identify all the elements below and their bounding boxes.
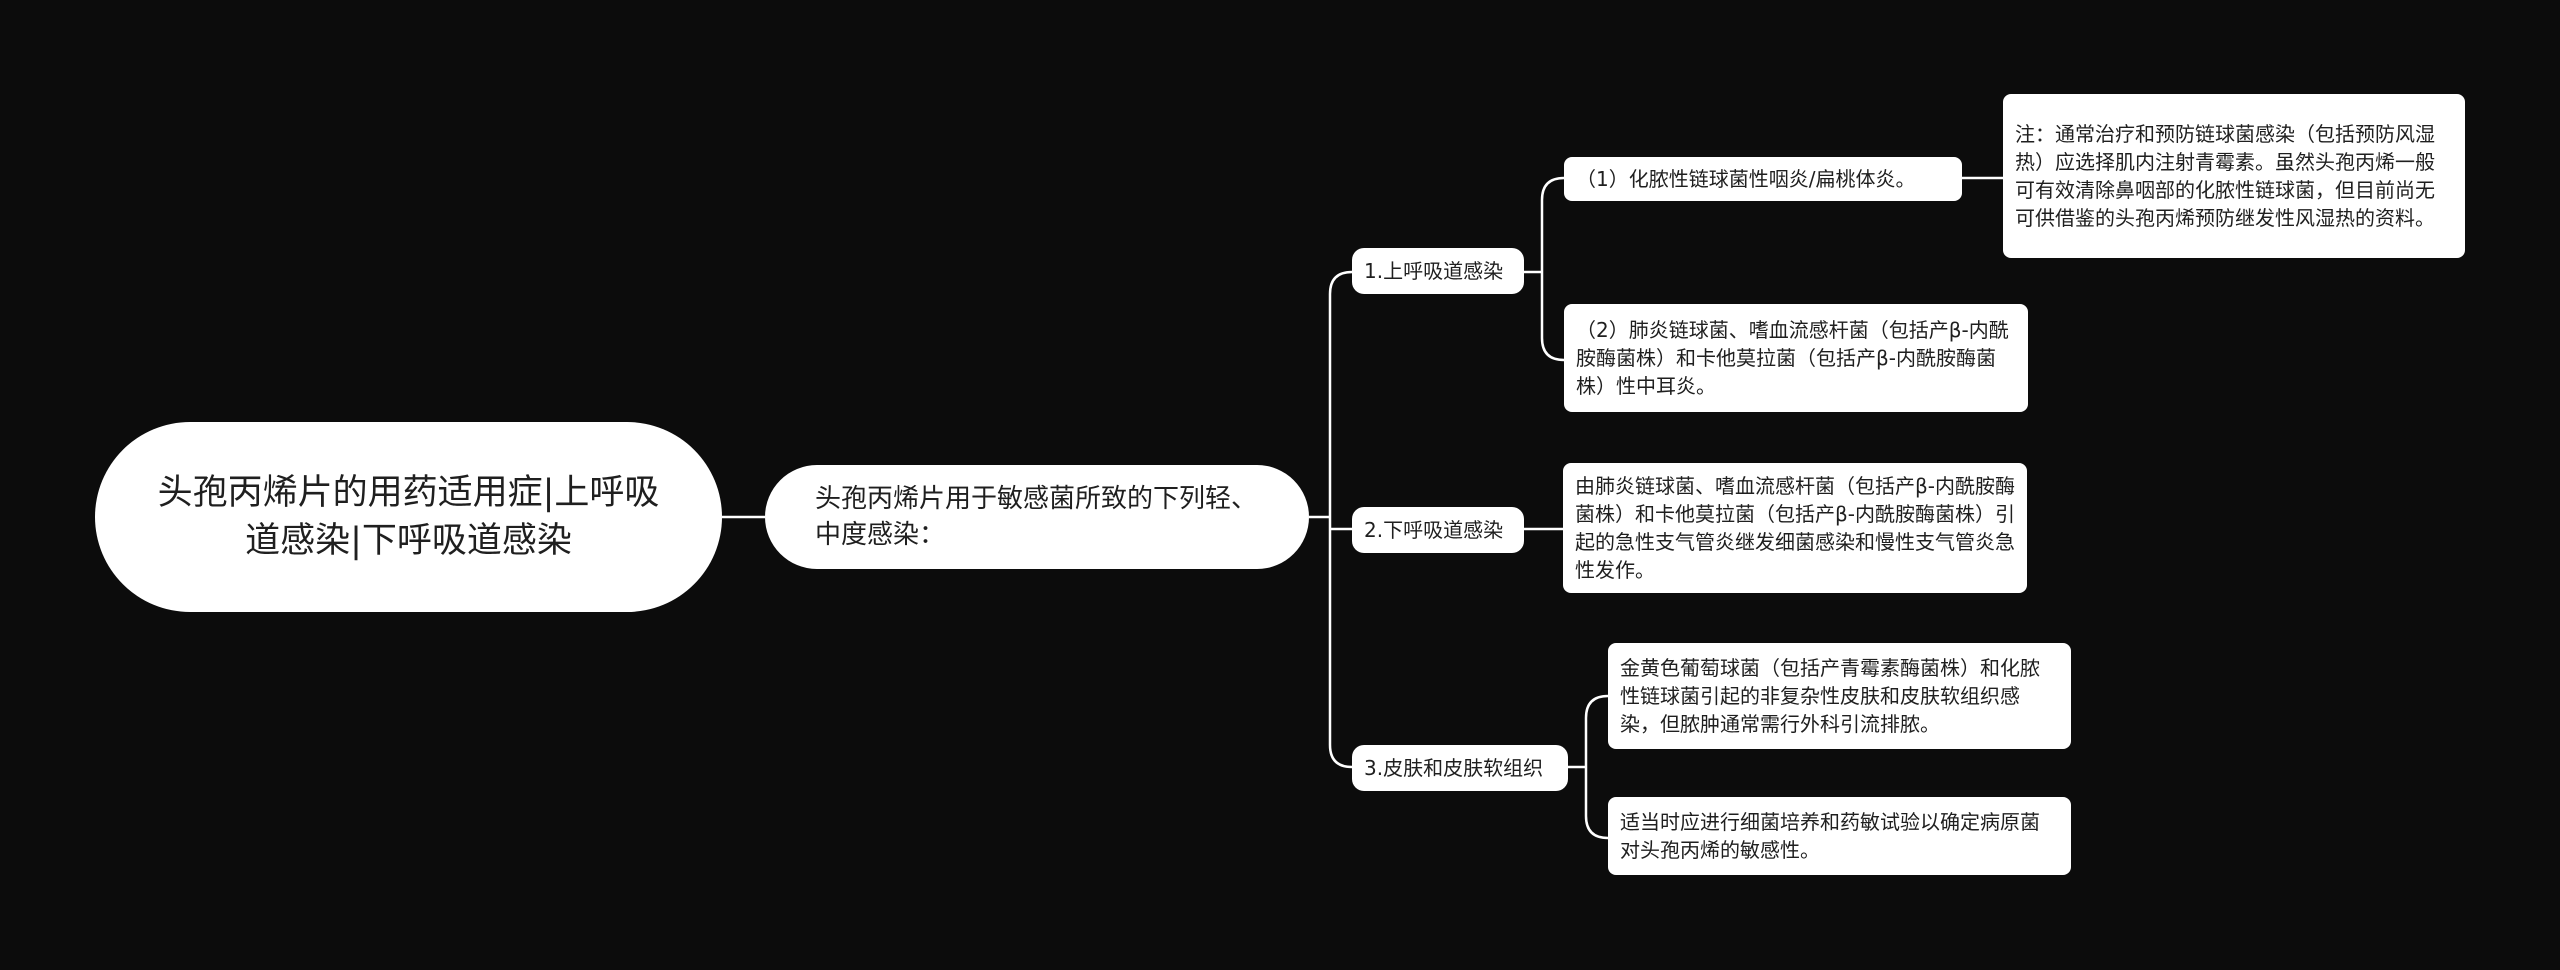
root-node-label: 头孢丙烯片的用药适用症|上呼吸道感染|下呼吸道感染	[157, 473, 660, 561]
leaf-label: 由肺炎链球菌、嗜血流感杆菌（包括产β-内酰胺酶菌株）和卡他莫拉菌（包括产β-内酰…	[1575, 474, 2015, 582]
leaf-label: （2）肺炎链球菌、嗜血流感杆菌（包括产β-内酰胺酶菌株）和卡他莫拉菌（包括产β-…	[1576, 318, 2009, 398]
branch-node-upper-respiratory[interactable]: 1.上呼吸道感染	[1352, 248, 1524, 294]
branch-node-lower-respiratory[interactable]: 2.下呼吸道感染	[1352, 507, 1524, 553]
leaf-label: 金黄色葡萄球菌（包括产青霉素酶菌株）和化脓性链球菌引起的非复杂性皮肤和皮肤软组织…	[1620, 656, 2040, 736]
link-branch1-children	[1524, 176, 1565, 362]
note-text: 注：通常治疗和预防链球菌感染（包括预防风湿热）应选择肌内注射青霉素。虽然头孢丙烯…	[2015, 122, 2435, 230]
hub-node-label: 头孢丙烯片用于敏感菌所致的下列轻、中度感染：	[815, 484, 1258, 550]
link-hub-branches	[1309, 270, 1353, 769]
branch-label: 3.皮肤和皮肤软组织	[1364, 756, 1544, 780]
leaf-node-note[interactable]: 注：通常治疗和预防链球菌感染（包括预防风湿热）应选择肌内注射青霉素。虽然头孢丙烯…	[2003, 94, 2465, 258]
root-node[interactable]: 头孢丙烯片的用药适用症|上呼吸道感染|下呼吸道感染	[95, 422, 722, 612]
leaf-node-culture-test[interactable]: 适当时应进行细菌培养和药敏试验以确定病原菌对头孢丙烯的敏感性。	[1608, 797, 2071, 875]
branch-label: 2.下呼吸道感染	[1364, 518, 1504, 542]
leaf-node-pharyngitis[interactable]: （1）化脓性链球菌性咽炎/扁桃体炎。	[1564, 157, 1962, 201]
leaf-node-bronchitis[interactable]: 由肺炎链球菌、嗜血流感杆菌（包括产β-内酰胺酶菌株）和卡他莫拉菌（包括产β-内酰…	[1563, 463, 2027, 593]
branch-node-skin-soft-tissue[interactable]: 3.皮肤和皮肤软组织	[1352, 745, 1568, 791]
link-branch3-children	[1568, 694, 1609, 840]
leaf-label: 适当时应进行细菌培养和药敏试验以确定病原菌对头孢丙烯的敏感性。	[1620, 810, 2040, 862]
hub-node[interactable]: 头孢丙烯片用于敏感菌所致的下列轻、中度感染：	[765, 465, 1309, 569]
leaf-node-otitis-media[interactable]: （2）肺炎链球菌、嗜血流感杆菌（包括产β-内酰胺酶菌株）和卡他莫拉菌（包括产β-…	[1564, 304, 2028, 412]
leaf-node-skin-infection[interactable]: 金黄色葡萄球菌（包括产青霉素酶菌株）和化脓性链球菌引起的非复杂性皮肤和皮肤软组织…	[1608, 643, 2071, 749]
leaf-label: （1）化脓性链球菌性咽炎/扁桃体炎。	[1576, 167, 1916, 191]
branch-label: 1.上呼吸道感染	[1364, 259, 1504, 283]
